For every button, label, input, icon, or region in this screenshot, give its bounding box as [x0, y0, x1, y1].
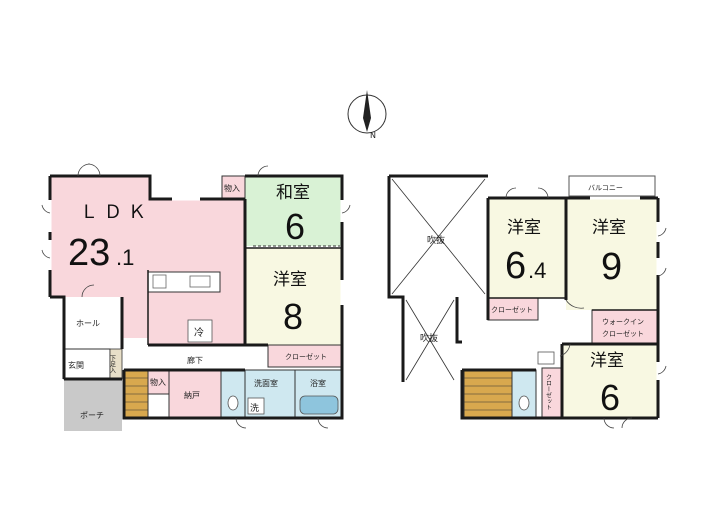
room-9-name: 洋室 — [592, 218, 626, 237]
floor-1: 冷 物入 クローゼット ホール 玄関 下足入 ポーチ — [41, 163, 351, 431]
shoe-storage-label: 下足入 — [109, 355, 116, 373]
stove-icon — [152, 274, 167, 289]
inner-walls-floor1 — [147, 247, 342, 345]
walkin-closet — [591, 309, 659, 345]
room-9 — [566, 198, 658, 310]
floor-2: 吹抜 吹抜 バルコニー クローゼット ウォークイン クローゼット クローゼット — [387, 174, 667, 429]
stair-floor1 — [123, 369, 149, 419]
ldk-size-int: 23 — [68, 232, 110, 274]
nando — [168, 369, 222, 419]
washroom-label: 洗面室 — [254, 378, 278, 388]
fukinuke-small-label: 吹抜 — [420, 332, 438, 344]
hall-label: ホール — [76, 319, 100, 328]
yoshitsu-8-room — [245, 248, 342, 345]
closet-b-label: クローゼット — [545, 374, 552, 410]
hall — [64, 297, 122, 349]
door-swings-floor1 — [41, 163, 351, 429]
walkin-label-1: ウォークイン — [602, 318, 644, 326]
fukinuke-large — [389, 176, 488, 382]
inner-walls-floor2 — [488, 297, 658, 311]
toilet-floor1 — [220, 369, 246, 419]
yoshitsu-8-name: 洋室 — [273, 270, 307, 289]
balcony — [568, 175, 656, 197]
toilet-floor2 — [511, 369, 537, 419]
hand-basin-icon — [537, 351, 555, 365]
balcony-label: バルコニー — [588, 184, 623, 192]
porch-label: ポーチ — [80, 411, 104, 420]
fridge — [187, 319, 213, 343]
porch — [64, 379, 122, 431]
washing-machine — [247, 397, 265, 415]
room-6-4 — [488, 198, 566, 298]
windows-floor2 — [590, 196, 660, 380]
fridge-label: 冷 — [194, 326, 204, 339]
walls-floor2 — [387, 174, 660, 420]
kitchen-sink-icon — [189, 275, 211, 288]
room-6-4-name: 洋室 — [507, 218, 541, 237]
closet-a-label: クローゼット — [491, 305, 533, 314]
room-6-4-size-int: 6 — [505, 245, 526, 287]
toilet-floor1-icon — [227, 395, 239, 411]
genkan-label: 玄関 — [68, 360, 84, 370]
bathtub-icon — [299, 395, 339, 415]
washitsu-size: 6 — [285, 206, 305, 247]
room-6-name: 洋室 — [590, 351, 624, 370]
washitsu-room — [245, 176, 342, 246]
room-9-size: 9 — [601, 246, 622, 288]
washitsu-name: 和室 — [276, 183, 310, 202]
room-6 — [562, 344, 658, 418]
yoshitsu-8-size: 8 — [283, 296, 303, 337]
walkin-label-2: クローゼット — [602, 329, 644, 338]
nando-label: 納戸 — [184, 390, 200, 400]
ldk-name: ＬＤＫ — [80, 202, 152, 222]
fukinuke-large-label: 吹抜 — [427, 234, 445, 246]
windows-floor1 — [48, 197, 344, 305]
bathroom-label: 浴室 — [310, 378, 326, 388]
door-swings-floor2 — [505, 187, 667, 429]
closet-floor1-label: クローゼット — [285, 352, 327, 361]
compass-north-label: N — [370, 131, 376, 140]
compass-needle-icon — [363, 90, 371, 132]
fukinuke-large-cross — [391, 178, 486, 381]
ldk-room — [50, 176, 245, 345]
compass: N — [347, 90, 387, 140]
corridor-label: 廊下 — [187, 355, 203, 365]
monoire-bottom-label: 物入 — [150, 377, 166, 387]
room-6-size: 6 — [600, 377, 620, 418]
ldk-size-dec: .1 — [116, 245, 134, 270]
stair-floor2 — [463, 369, 513, 419]
toilet-floor2-icon — [518, 395, 530, 411]
corridor — [169, 352, 221, 370]
sink-label: 洗 — [250, 402, 259, 414]
monoire-top-label: 物入 — [224, 183, 240, 193]
room-6-4-size-dec: .4 — [528, 258, 546, 283]
